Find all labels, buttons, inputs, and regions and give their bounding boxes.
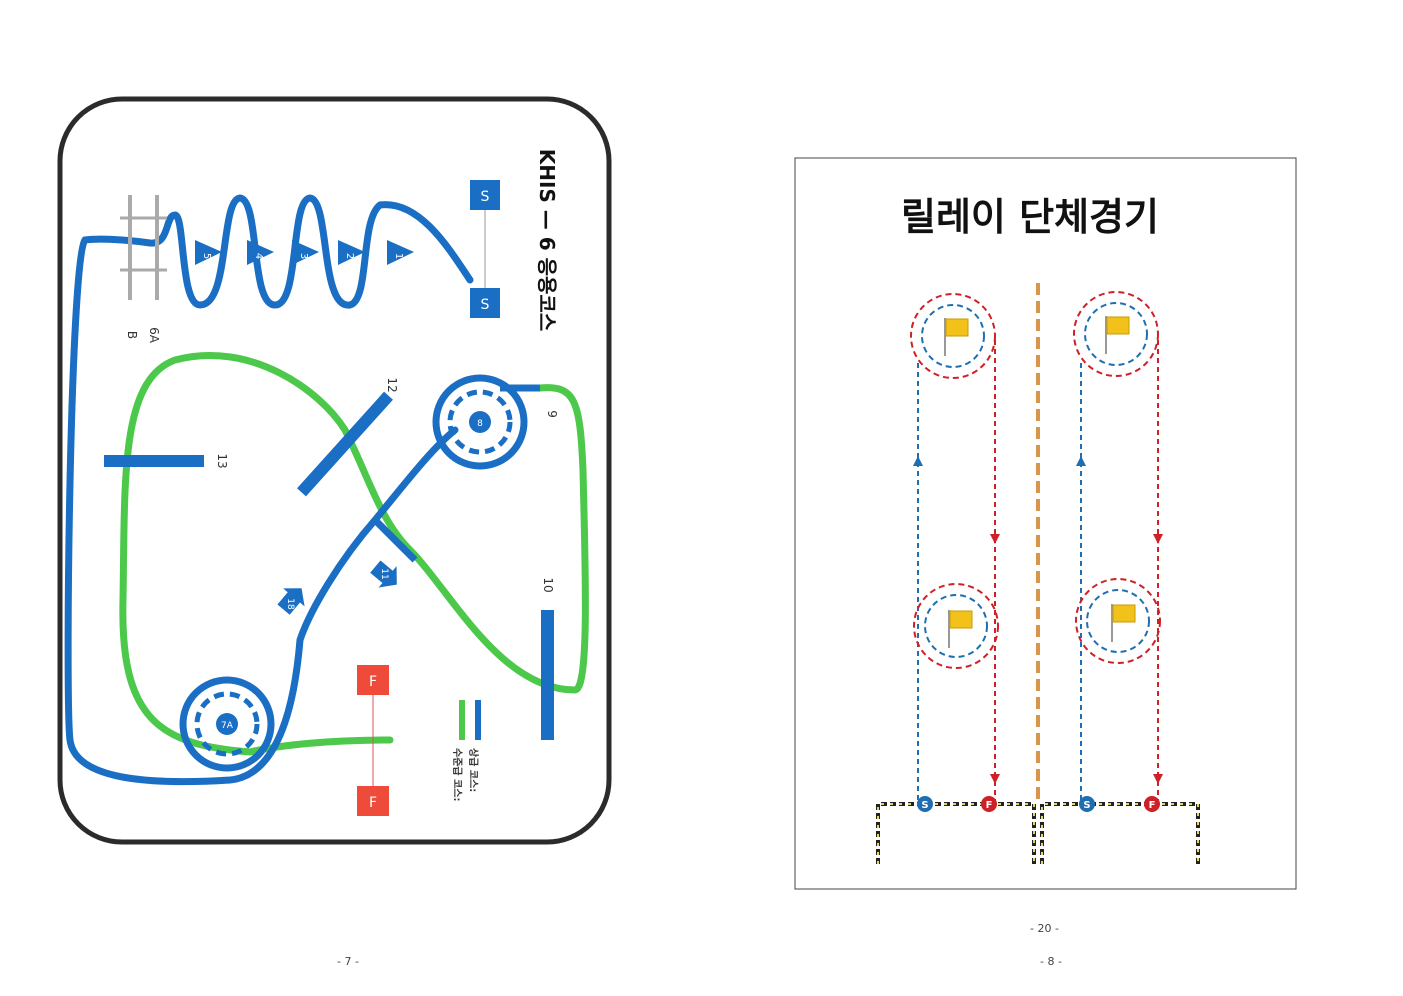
label-12: 12 (385, 377, 399, 392)
course-title: KHIS — 6 응용코스 (535, 149, 559, 332)
cone-icon (247, 240, 274, 265)
cone-icon (338, 240, 365, 265)
pole-gate-icon (120, 195, 167, 300)
circle-obstacle-8: 8 (432, 374, 528, 470)
arrow-18-icon (277, 588, 305, 615)
start-label-top: S (481, 189, 490, 205)
cone-icon (292, 240, 319, 265)
label-8b: B (125, 331, 139, 339)
finish-label-bottom: F (369, 795, 377, 811)
start-marker-top (470, 180, 500, 210)
map-border (57, 96, 612, 845)
circle-obstacle-7a: 7A (179, 676, 275, 772)
arrow-11-icon (370, 560, 397, 588)
bar-13 (104, 455, 204, 467)
label-5: 5 (201, 253, 212, 259)
legend-beginner: 수준급 코스: (451, 748, 463, 801)
legend-advanced: 상급 코스: (467, 748, 480, 792)
label-3: 3 (298, 253, 309, 259)
label-18: 18 (285, 598, 295, 610)
start-marker-bottom (470, 288, 500, 318)
advanced-path (64, 194, 474, 786)
beginner-path (119, 352, 589, 756)
label-7a: 7A (221, 721, 234, 731)
bar-12 (297, 391, 393, 497)
label-8: 8 (477, 419, 483, 429)
finish-label-top: F (369, 674, 377, 690)
label-9: 9 (545, 410, 559, 418)
label-10: 10 (541, 577, 555, 592)
cone-icon (195, 240, 222, 265)
finish-marker-bottom (357, 786, 389, 816)
cone-icon (387, 240, 414, 265)
label-1: 1 (393, 253, 404, 259)
advanced-branch (372, 517, 418, 563)
bar-10 (541, 610, 554, 740)
label-4: 4 (253, 253, 264, 259)
label-13: 13 (215, 453, 229, 468)
label-6a: 6A (147, 327, 161, 344)
start-label-bottom: S (481, 297, 490, 313)
label-11: 11 (379, 568, 389, 579)
page-number-left: - 7 - (337, 955, 359, 968)
finish-marker-top (357, 665, 389, 695)
label-2: 2 (344, 253, 355, 259)
